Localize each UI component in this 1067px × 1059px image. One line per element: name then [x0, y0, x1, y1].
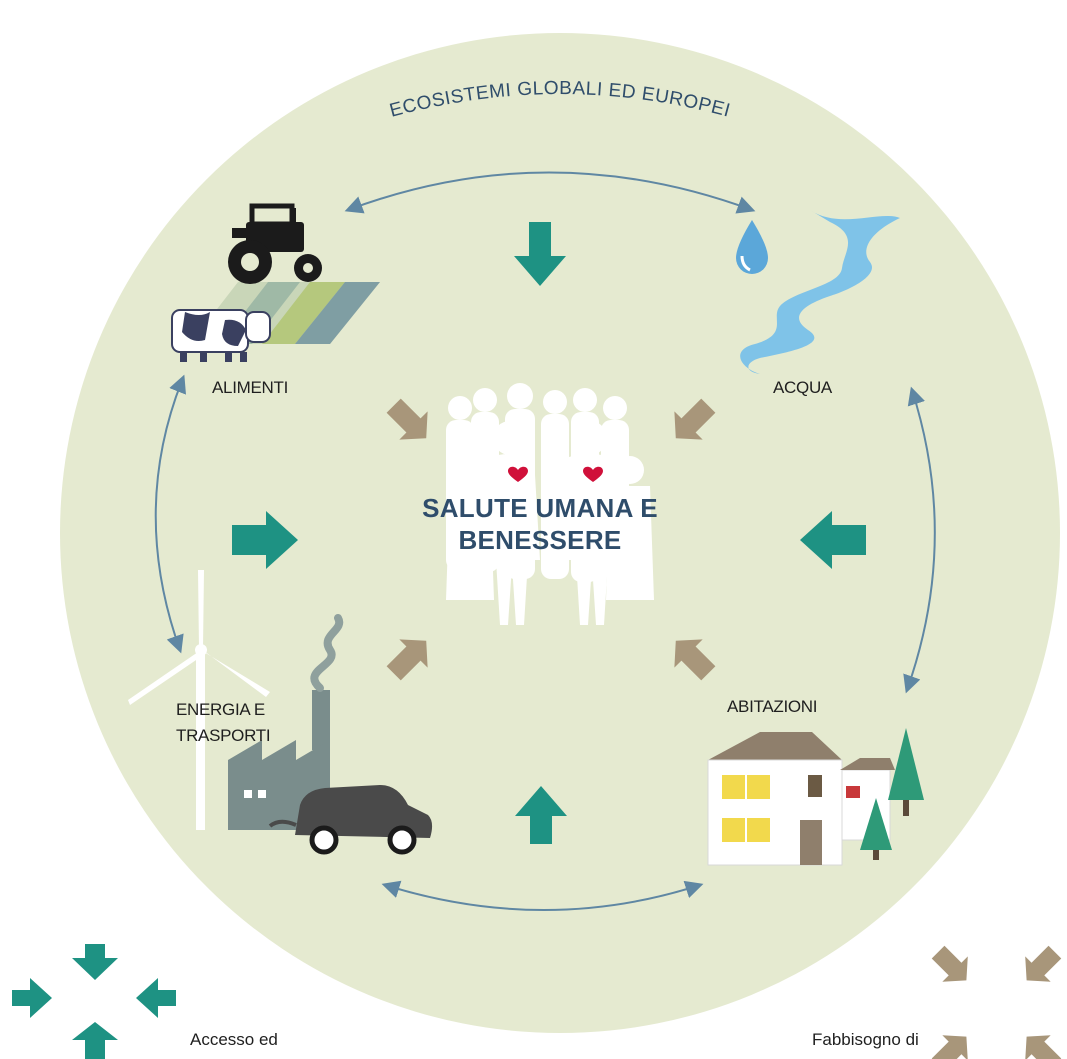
tan-arrow-nw	[386, 398, 428, 440]
legend-right-caption: Fabbisogno di	[812, 1030, 919, 1049]
water-icon	[736, 210, 900, 374]
tan-arrow-ne	[674, 398, 716, 440]
label-housing: ABITAZIONI	[727, 697, 818, 716]
connector-left	[154, 374, 186, 654]
connector-top	[344, 171, 756, 214]
house-icon	[707, 732, 895, 866]
teal-arrow-down	[514, 222, 566, 286]
legend-left-caption: Accesso ed	[190, 1030, 278, 1049]
teal-arrow-up	[515, 786, 567, 844]
tree-icon	[860, 728, 924, 860]
teal-arrow-right	[232, 511, 298, 569]
people-group-icon	[446, 383, 654, 625]
tan-arrow-se	[674, 639, 716, 681]
tan-arrow-sw	[386, 639, 428, 681]
tractor-icon	[228, 203, 322, 284]
heart-icon	[508, 466, 528, 482]
label-energy-line1: ENERGIA E	[176, 700, 265, 719]
label-energy-line2: TRASPORTI	[176, 726, 271, 745]
teal-arrow-left	[800, 511, 866, 569]
center-title-line1: SALUTE UMANA E	[422, 493, 658, 523]
wind-turbine-icon	[128, 570, 270, 830]
label-water: ACQUA	[773, 378, 832, 397]
center-title-line2: BENESSERE	[458, 525, 622, 555]
connector-bottom	[381, 880, 704, 911]
legend-tan-symbol	[931, 945, 1062, 1059]
car-icon	[268, 785, 433, 855]
cow-icon	[171, 309, 271, 362]
center-title: SALUTE UMANA E BENESSERE	[380, 492, 700, 556]
connector-right	[903, 386, 936, 694]
legend-teal-symbol	[12, 944, 176, 1059]
label-food: ALIMENTI	[212, 378, 289, 397]
label-energy: ENERGIA E TRASPORTI	[176, 697, 271, 749]
heart-icon	[583, 466, 603, 482]
